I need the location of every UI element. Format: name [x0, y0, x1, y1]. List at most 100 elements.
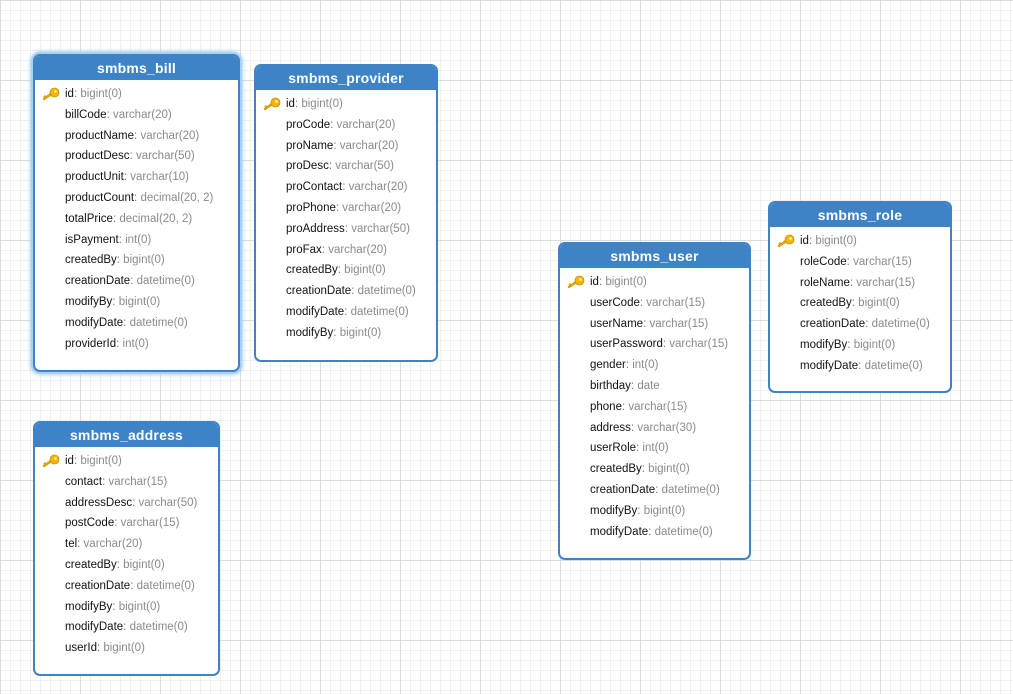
- field-name: birthday: [590, 379, 631, 392]
- field-row[interactable]: proPhone: varchar(20): [256, 198, 436, 219]
- primary-key-field[interactable]: id: bigint(0): [256, 94, 436, 115]
- field-row[interactable]: proFax: varchar(20): [256, 240, 436, 261]
- field-row[interactable]: modifyDate: datetime(0): [256, 302, 436, 323]
- field-row[interactable]: address: varchar(30): [560, 418, 749, 439]
- field-separator: :: [849, 276, 857, 289]
- field-type: datetime(0): [871, 318, 930, 331]
- field-row[interactable]: proCode: varchar(20): [256, 115, 436, 136]
- field-type: datetime(0): [136, 275, 195, 288]
- field-row[interactable]: createdBy: bigint(0): [560, 459, 749, 480]
- field-type: varchar(15): [649, 317, 709, 330]
- field-separator: :: [112, 295, 119, 308]
- field-type: varchar(15): [628, 400, 688, 413]
- field-type: varchar(50): [351, 222, 411, 235]
- field-row[interactable]: createdBy: bigint(0): [256, 260, 436, 281]
- field-row[interactable]: createdBy: bigint(0): [35, 555, 218, 576]
- field-type: bigint(0): [815, 235, 857, 247]
- field-row[interactable]: modifyBy: bigint(0): [256, 323, 436, 344]
- field-row[interactable]: userCode: varchar(15): [560, 293, 749, 314]
- entity-smbms-role[interactable]: smbms_role id: bigint(0)roleCode: varcha…: [768, 201, 952, 393]
- field-row[interactable]: birthday: date: [560, 376, 749, 397]
- field-row[interactable]: productName: varchar(20): [35, 126, 238, 147]
- field-type: bigint(0): [118, 295, 161, 308]
- field-row[interactable]: proDesc: varchar(50): [256, 156, 436, 177]
- entity-title: smbms_user: [560, 244, 749, 268]
- field-type: varchar(20): [328, 243, 387, 256]
- field-name: modifyDate: [286, 305, 345, 318]
- field-row[interactable]: billCode: varchar(20): [35, 105, 238, 126]
- field-separator: :: [73, 455, 81, 467]
- field-row[interactable]: userRole: int(0): [560, 438, 749, 459]
- field-row[interactable]: proAddress: varchar(50): [256, 219, 436, 240]
- field-separator: :: [116, 558, 124, 571]
- field-separator: :: [335, 201, 343, 214]
- field-row[interactable]: userId: bigint(0): [35, 638, 218, 659]
- field-row[interactable]: productUnit: varchar(10): [35, 167, 238, 188]
- field-row[interactable]: creationDate: datetime(0): [560, 480, 749, 501]
- field-type: bigint(0): [80, 88, 122, 100]
- field-row[interactable]: proName: varchar(20): [256, 136, 436, 157]
- field-separator: :: [134, 191, 141, 204]
- field-row[interactable]: roleName: varchar(15): [770, 273, 950, 294]
- field-row[interactable]: postCode: varchar(15): [35, 513, 218, 534]
- field-name: address: [590, 421, 631, 434]
- field-type: bigint(0): [103, 642, 145, 655]
- field-type: bigint(0): [118, 600, 161, 613]
- field-row[interactable]: modifyDate: datetime(0): [35, 313, 238, 334]
- field-name: proContact: [286, 181, 343, 194]
- field-row[interactable]: modifyBy: bigint(0): [560, 501, 749, 522]
- field-row[interactable]: roleCode: varchar(15): [770, 252, 950, 273]
- field-row[interactable]: productCount: decimal(20, 2): [35, 188, 238, 209]
- field-row[interactable]: tel: varchar(20): [35, 534, 218, 555]
- field-name: proPhone: [286, 201, 336, 214]
- field-separator: :: [643, 317, 650, 330]
- field-row[interactable]: modifyDate: datetime(0): [560, 522, 749, 543]
- field-row[interactable]: createdBy: bigint(0): [35, 250, 238, 271]
- field-type: varchar(15): [856, 276, 916, 289]
- field-name: userCode: [590, 296, 640, 309]
- field-name: contact: [65, 475, 103, 488]
- field-row[interactable]: creationDate: datetime(0): [770, 314, 950, 335]
- field-type: varchar(50): [335, 160, 395, 173]
- field-row[interactable]: productDesc: varchar(50): [35, 146, 238, 167]
- field-separator: :: [639, 296, 647, 309]
- field-separator: :: [123, 621, 130, 634]
- field-row[interactable]: phone: varchar(15): [560, 397, 749, 418]
- field-separator: :: [337, 264, 345, 277]
- entity-smbms-address[interactable]: smbms_address id: bigint(0)contact: varc…: [33, 421, 220, 676]
- field-separator: :: [321, 243, 329, 256]
- primary-key-field[interactable]: id: bigint(0): [560, 272, 749, 293]
- primary-key-field[interactable]: id: bigint(0): [35, 84, 238, 105]
- entity-smbms-bill[interactable]: smbms_bill id: bigint(0)billCode: varcha…: [33, 54, 240, 372]
- field-row[interactable]: addressDesc: varchar(50): [35, 493, 218, 514]
- field-row[interactable]: proContact: varchar(20): [256, 177, 436, 198]
- entity-smbms-user[interactable]: smbms_user id: bigint(0)userCode: varcha…: [558, 242, 751, 560]
- field-row[interactable]: providerId: int(0): [35, 334, 238, 355]
- field-name: proAddress: [286, 222, 345, 235]
- field-separator: :: [294, 98, 302, 110]
- field-row[interactable]: gender: int(0): [560, 355, 749, 376]
- entity-smbms-provider[interactable]: smbms_provider id: bigint(0)proCode: var…: [254, 64, 438, 362]
- field-row[interactable]: creationDate: datetime(0): [256, 281, 436, 302]
- field-separator: :: [123, 316, 130, 329]
- field-row[interactable]: createdBy: bigint(0): [770, 293, 950, 314]
- primary-key-field[interactable]: id: bigint(0): [35, 451, 218, 472]
- field-row[interactable]: modifyBy: bigint(0): [770, 335, 950, 356]
- field-name: creationDate: [286, 285, 352, 298]
- field-row[interactable]: userPassword: varchar(15): [560, 334, 749, 355]
- field-row[interactable]: modifyDate: datetime(0): [35, 617, 218, 638]
- field-row[interactable]: modifyBy: bigint(0): [35, 292, 238, 313]
- field-row[interactable]: creationDate: datetime(0): [35, 271, 238, 292]
- field-row[interactable]: totalPrice: decimal(20, 2): [35, 209, 238, 230]
- field-separator: :: [73, 88, 81, 100]
- field-type: varchar(20): [336, 118, 396, 131]
- field-row[interactable]: isPayment: int(0): [35, 230, 238, 251]
- field-name: modifyBy: [590, 504, 638, 517]
- field-row[interactable]: userName: varchar(15): [560, 314, 749, 335]
- primary-key-field[interactable]: id: bigint(0): [770, 231, 950, 252]
- field-row[interactable]: contact: varchar(15): [35, 472, 218, 493]
- field-row[interactable]: modifyDate: datetime(0): [770, 356, 950, 377]
- field-row[interactable]: creationDate: datetime(0): [35, 576, 218, 597]
- field-row[interactable]: modifyBy: bigint(0): [35, 597, 218, 618]
